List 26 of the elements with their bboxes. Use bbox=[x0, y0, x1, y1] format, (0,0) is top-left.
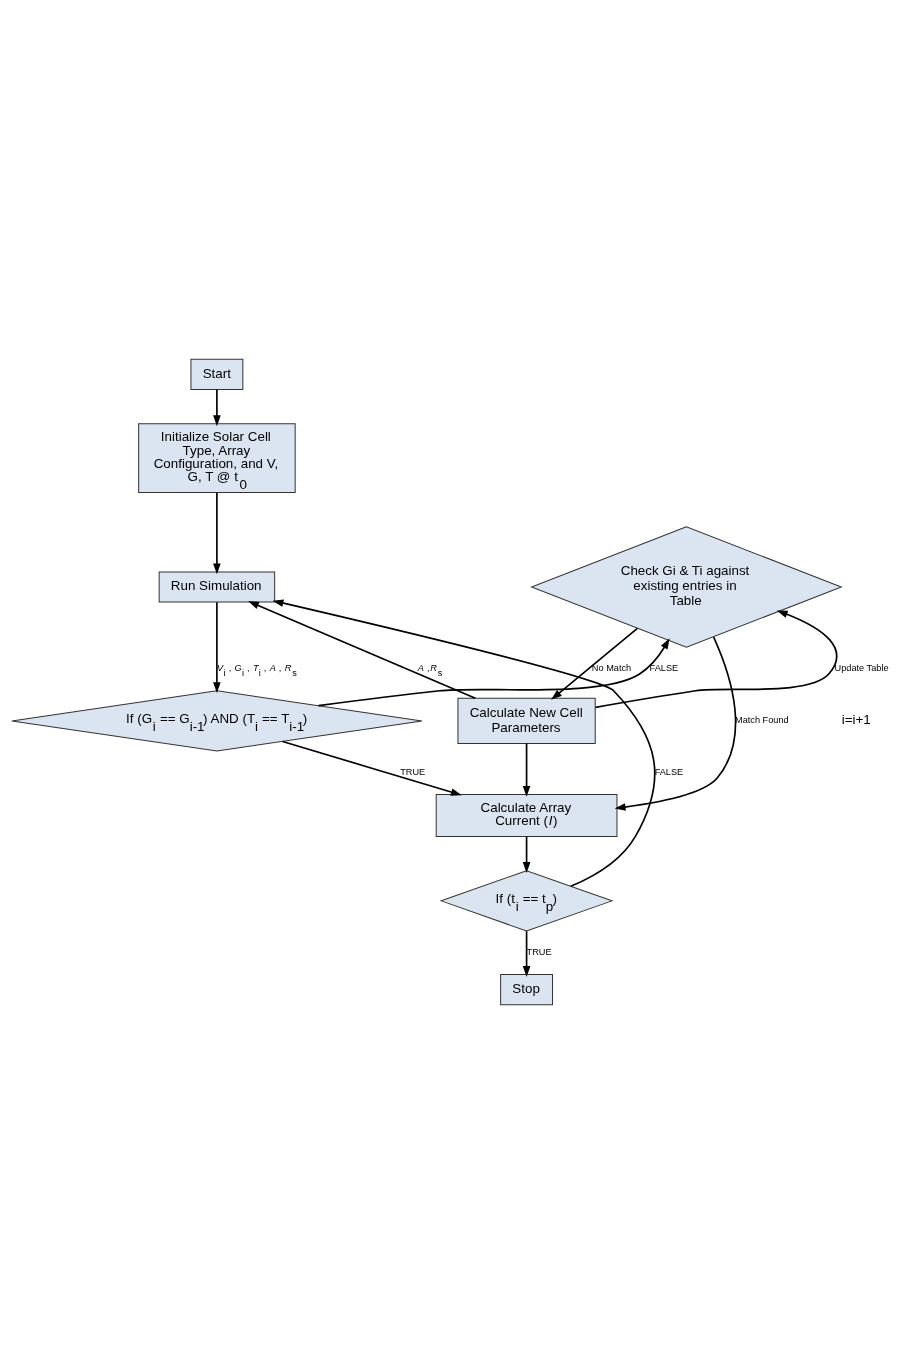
arrow bbox=[551, 627, 639, 700]
arrow bbox=[248, 600, 477, 699]
edge-label: TRUE bbox=[526, 946, 552, 957]
arrow bbox=[317, 637, 670, 707]
node-box: Calculate Array Current (I) bbox=[435, 793, 618, 837]
arrow bbox=[522, 835, 531, 873]
node-box: Calculate New Cell Parameters bbox=[457, 697, 596, 744]
arrow bbox=[594, 609, 838, 708]
node-box: Run Simulation bbox=[158, 570, 276, 603]
edge-label: No Match bbox=[591, 662, 632, 673]
label: i=i+1 bbox=[841, 711, 871, 727]
arrow bbox=[213, 388, 221, 426]
edge-label: FALSE bbox=[649, 662, 679, 673]
arrow bbox=[522, 929, 531, 977]
arrow bbox=[272, 598, 656, 887]
edge-label: FALSE bbox=[654, 766, 684, 777]
edge-label: TRUE bbox=[400, 766, 426, 777]
arrow bbox=[614, 635, 737, 811]
node-box: Stop bbox=[500, 973, 554, 1005]
arrow bbox=[522, 742, 531, 797]
arrow bbox=[213, 600, 221, 693]
edge-label: Update Table bbox=[834, 662, 889, 673]
arrow bbox=[281, 740, 462, 796]
node-box: Start bbox=[190, 358, 244, 390]
edge-label: Match Found bbox=[734, 714, 789, 725]
arrow bbox=[213, 491, 221, 574]
